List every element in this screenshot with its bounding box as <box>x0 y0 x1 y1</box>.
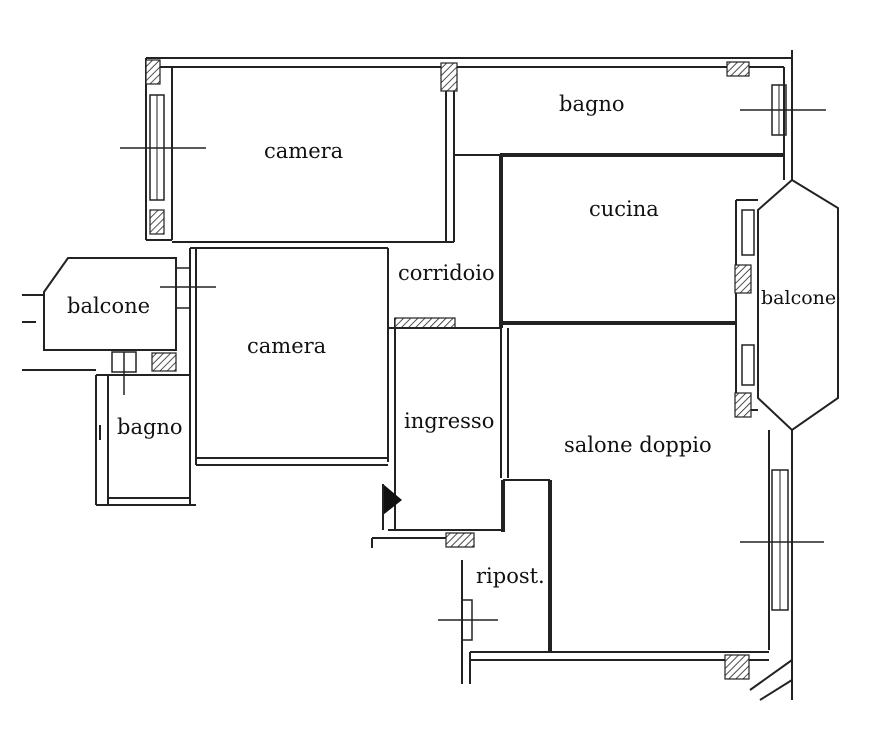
room-label-bagno-top: bagno <box>559 92 625 116</box>
room-labels: camera bagno cucina corridoio balcone ca… <box>67 92 836 588</box>
pillar <box>445 532 475 548</box>
balconies <box>22 178 839 432</box>
room-label-camera-top: camera <box>264 139 343 163</box>
pillars <box>145 59 752 680</box>
pillar <box>440 62 458 92</box>
wall-pillar <box>394 317 456 329</box>
room-label-bagno-left: bagno <box>117 415 183 439</box>
entrance-marker <box>383 484 402 515</box>
windows <box>99 84 826 641</box>
pillar <box>734 264 752 294</box>
room-label-cucina: cucina <box>589 197 659 221</box>
interior-walls <box>95 67 784 652</box>
pillar <box>724 654 750 680</box>
outer-walls <box>145 50 793 701</box>
pillar <box>734 392 752 418</box>
room-label-ripost: ripost. <box>476 564 545 588</box>
pillar <box>151 352 177 372</box>
pillar <box>726 61 750 77</box>
room-label-salone: salone doppio <box>564 433 712 457</box>
room-label-balcone-right: balcone <box>761 287 836 309</box>
room-label-corridoio: corridoio <box>398 261 495 285</box>
room-label-ingresso: ingresso <box>404 409 494 433</box>
pillar <box>149 209 165 235</box>
window <box>175 267 191 309</box>
room-label-balcone-left: balcone <box>67 294 150 318</box>
pillar <box>145 59 161 85</box>
room-label-camera-mid: camera <box>247 334 326 358</box>
